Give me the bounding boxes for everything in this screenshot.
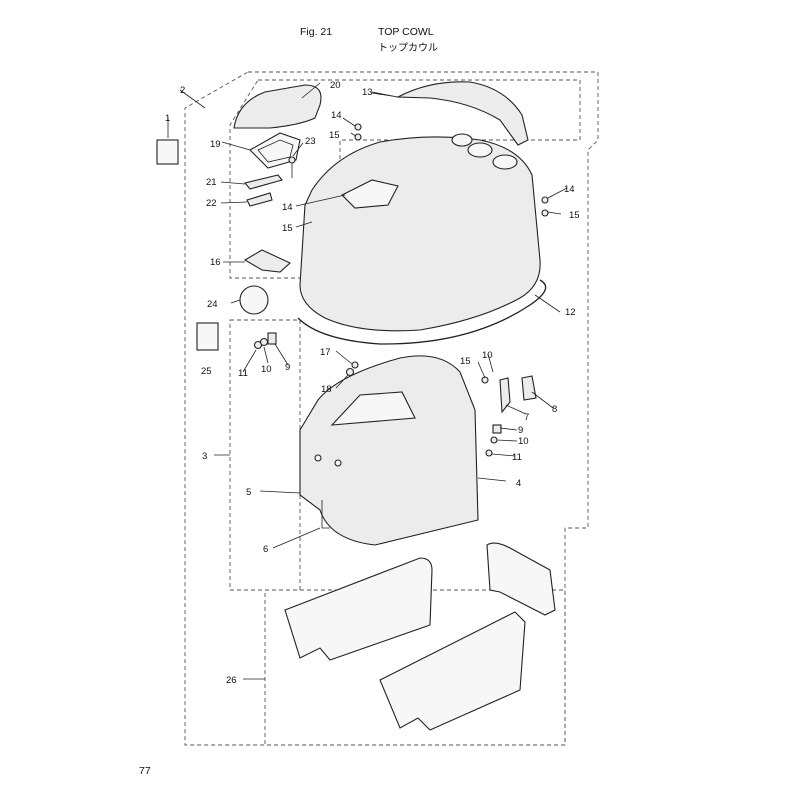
- intake-tube-1: [451, 133, 473, 147]
- callout-20: 20: [330, 80, 341, 91]
- part-14-grommet-top: [354, 123, 362, 131]
- callout-11-left: 11: [238, 368, 248, 379]
- group-outline-2-inner: [229, 79, 581, 279]
- callout-15-right-b: 15: [460, 356, 471, 367]
- part-12-seal: [297, 279, 547, 345]
- callout-9-left: 9: [285, 362, 290, 373]
- part-7-bracket: [499, 377, 511, 414]
- callout-5: 5: [246, 487, 251, 498]
- part-9-grommet-right: [492, 424, 502, 434]
- callout-10-left: 10: [261, 364, 272, 375]
- callout-2: 2: [180, 85, 185, 96]
- callout-1: 1: [165, 113, 170, 124]
- figure-number: Fig. 21: [300, 26, 333, 38]
- callout-15-top: 15: [329, 130, 340, 141]
- callout-7: 7: [524, 412, 529, 423]
- part-20-cover: [233, 84, 322, 129]
- part-10-washer-right: [490, 436, 498, 444]
- part-26-decal-2: [486, 542, 556, 616]
- leader-lines: [167, 82, 568, 680]
- callout-19: 19: [210, 139, 221, 150]
- part-14-grommet-right: [541, 196, 549, 204]
- callout-3: 3: [202, 451, 207, 462]
- part-8-bracket: [521, 375, 537, 401]
- part-13-top-cover: [395, 81, 529, 146]
- top-handle-recess: [341, 179, 399, 209]
- group-outline-26: [264, 589, 566, 746]
- part-16-handle: [243, 249, 291, 273]
- bottom-cowl-hole-1: [314, 454, 322, 462]
- callout-24: 24: [207, 299, 218, 310]
- part-15-washer-right-b: [481, 376, 489, 384]
- callout-17: 17: [320, 347, 331, 358]
- callout-8: 8: [552, 404, 557, 415]
- part-4-bottom-cowl: [299, 355, 479, 546]
- part-23-screw-head: [288, 156, 296, 164]
- part-26-decal-1: [284, 557, 433, 661]
- part-17-screw: [351, 361, 359, 369]
- part-22-hook: [246, 192, 273, 207]
- callout-10-right: 10: [518, 436, 529, 447]
- figure-title: TOP COWL: [378, 26, 434, 38]
- part-9-grommet-left: [267, 332, 277, 345]
- callout-16: 16: [210, 257, 221, 268]
- callout-14-right: 14: [564, 184, 575, 195]
- callout-26: 26: [226, 675, 237, 686]
- callout-9-right: 9: [518, 425, 523, 436]
- part-19-frame-inner: [257, 139, 294, 163]
- part-11-nut-right: [485, 449, 493, 457]
- callout-13: 13: [362, 87, 373, 98]
- callout-14-mid: 14: [282, 202, 293, 213]
- part-1-label: [156, 139, 179, 165]
- part-15-washer-top: [354, 133, 362, 141]
- callout-14-top: 14: [331, 110, 342, 121]
- callout-23: 23: [305, 136, 316, 147]
- callout-22: 22: [206, 198, 217, 209]
- page-number: 77: [139, 765, 151, 777]
- callout-11-right: 11: [512, 452, 522, 463]
- part-6-plate: [321, 500, 330, 529]
- part-26-decal-3: [379, 611, 526, 731]
- callout-18: 18: [321, 384, 332, 395]
- callout-25: 25: [201, 366, 212, 377]
- callout-4: 4: [516, 478, 521, 489]
- part-24-disc: [239, 285, 269, 315]
- figure-title-japanese: トップカウル: [378, 43, 438, 54]
- callout-15-right: 15: [569, 210, 580, 221]
- callout-15-mid: 15: [282, 223, 293, 234]
- part-21-latch: [244, 174, 283, 190]
- intake-tube-2: [467, 142, 493, 158]
- bottom-cowl-cutout: [330, 391, 416, 426]
- bottom-cowl-hole-2: [334, 459, 342, 467]
- callout-10-right-top: 10: [482, 350, 493, 361]
- callout-6: 6: [263, 544, 268, 555]
- part-10-washer-left: [259, 337, 269, 347]
- part-15-washer-right: [541, 209, 549, 217]
- part-18-washer: [345, 367, 355, 377]
- callout-21: 21: [206, 177, 217, 188]
- group-outline-2: [184, 71, 599, 746]
- part-25-label: [196, 322, 219, 351]
- intake-tube-3: [492, 154, 518, 170]
- callout-12: 12: [565, 307, 576, 318]
